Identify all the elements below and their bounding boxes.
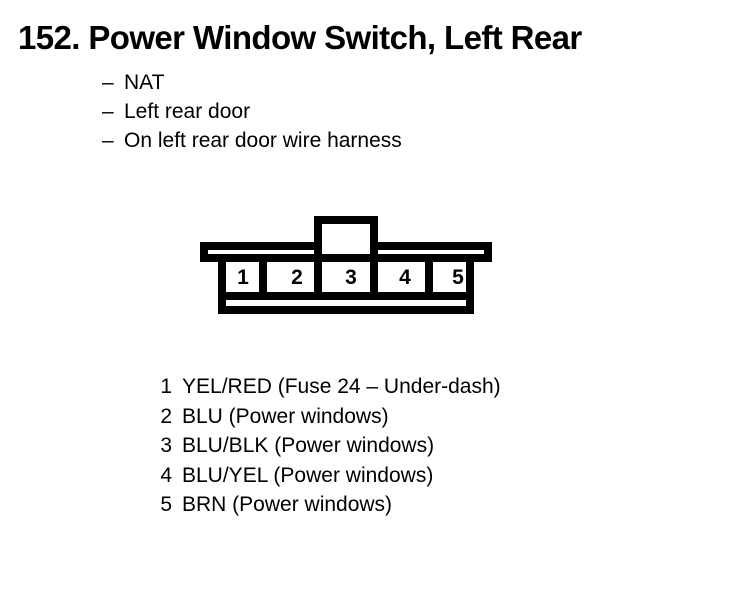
list-item: –NAT (102, 68, 402, 97)
page-title: 152. Power Window Switch, Left Rear (18, 19, 582, 56)
wire-pin-number: 3 (160, 434, 172, 457)
pin-number-1: 1 (237, 266, 249, 289)
pin-number-2: 2 (291, 266, 303, 289)
wire-list-row: 4 BLU/YEL (Power windows) (150, 461, 501, 491)
wire-list-row: 2 BLU (Power windows) (150, 402, 501, 432)
wire-pin-number: 1 (160, 375, 172, 398)
wire-pin-number: 2 (160, 404, 172, 428)
connector-diagram: 1 2 3 4 5 (200, 216, 492, 314)
wire-list-row: 3 BLU/BLK (Power windows) (150, 431, 501, 461)
wire-list-row: 5 BRN (Power windows) (150, 490, 501, 520)
wire-pin-number: 4 (160, 463, 172, 487)
wire-list: 1 YEL/RED (Fuse 24 – Under-dash) 2 BLU (Po… (150, 372, 501, 520)
list-item: –On left rear door wire harness (102, 126, 402, 155)
list-item-label: On left rear door wire harness (124, 129, 402, 152)
wire-list-row: 1 YEL/RED (Fuse 24 – Under-dash) (150, 372, 501, 402)
list-item-label: NAT (124, 71, 165, 94)
wire-description: BRN (Power windows) (182, 493, 393, 516)
wire-pin-number: 5 (160, 493, 172, 516)
list-item-label: Left rear door (124, 100, 251, 123)
dash-bullet: – (102, 100, 114, 123)
dash-bullet: – (102, 71, 114, 94)
attribute-list: –NAT –Left rear door –On left rear door … (102, 68, 402, 155)
pin-number-5: 5 (452, 266, 464, 289)
wire-description: BLU/YEL (Power windows) (182, 463, 434, 487)
dash-bullet: – (102, 129, 114, 152)
pin-number-3: 3 (345, 266, 357, 289)
pin-number-4: 4 (399, 266, 411, 289)
list-item: –Left rear door (102, 97, 402, 126)
wire-description: BLU/BLK (Power windows) (182, 434, 435, 457)
wire-description: YEL/RED (Fuse 24 – Under-dash) (182, 375, 501, 398)
wire-description: BLU (Power windows) (182, 404, 389, 428)
